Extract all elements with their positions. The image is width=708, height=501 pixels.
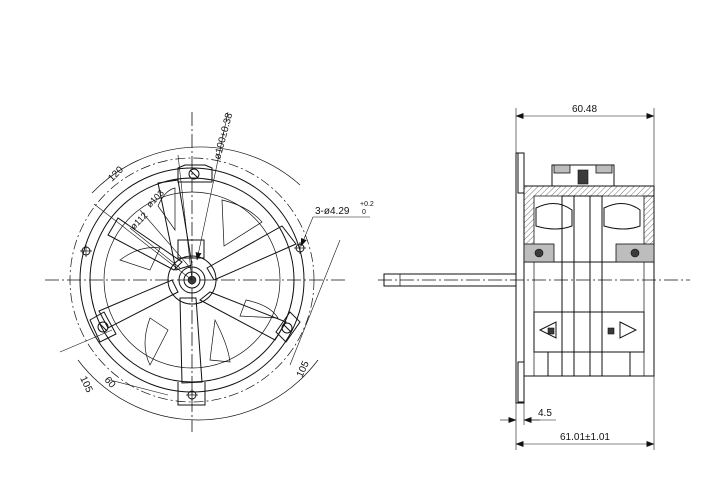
- dia-112-leader: [129, 227, 181, 269]
- mounting-hole-left: [80, 245, 92, 257]
- holes-tol-lower: 0: [362, 209, 366, 216]
- rotor-spokes: [98, 179, 297, 384]
- left-screw-bracket: [89, 311, 117, 343]
- top-screw-icon: [188, 168, 200, 180]
- blade-cutouts: [119, 187, 279, 366]
- mounting-hole-bottom: [186, 389, 198, 401]
- lower-housing: [523, 262, 655, 377]
- dim-112-label: ø112: [128, 210, 149, 231]
- mounting-hole-right: [294, 242, 306, 254]
- side-view: 60.48 4.5 61.01±1.01: [378, 104, 690, 450]
- mounting-flange: [515, 152, 525, 404]
- bearing-right-icon: [615, 243, 655, 263]
- dim-120-leader-a: [93, 203, 193, 281]
- dim-120-label: 120: [106, 164, 126, 184]
- rotor-core: [561, 195, 603, 377]
- holes-label: 3-ø4.29: [315, 206, 350, 217]
- bottom-tab: [177, 382, 206, 406]
- right-screw-bracket: [275, 311, 301, 343]
- outer-dimension-arc: [91, 146, 301, 194]
- dim-60-leader: [109, 379, 169, 396]
- dim-body-length-label: 60.48: [572, 104, 597, 115]
- dim-105-left-label: 105: [77, 375, 94, 395]
- dim-120-leader-b: [177, 154, 193, 281]
- front-view: 120 ø100±0.38 ø103 ø112 3-ø4.29 +0.2 0 1…: [45, 111, 374, 432]
- holes-tol-upper: +0.2: [360, 201, 374, 208]
- outer-dimension-arc-lower: [77, 359, 319, 421]
- rim-circle: [103, 191, 281, 369]
- dia-103-leader: [139, 209, 193, 271]
- dim-bolt-circle-label: ø100±0.38: [212, 111, 235, 160]
- bearing-left-icon: [523, 243, 555, 263]
- bolt-circle: [69, 157, 315, 403]
- dim-105-left-leader: [59, 329, 113, 353]
- dim-total-length-label: 61.01±1.01: [560, 432, 610, 443]
- holes-leader: [300, 216, 370, 247]
- top-bracket: [177, 164, 213, 259]
- bolt-diameter-leader: [195, 111, 229, 261]
- dim-105-right-leader: [289, 239, 341, 366]
- dim-flange-offset-label: 4.5: [538, 408, 552, 419]
- dim-105-right-label: 105: [295, 359, 312, 379]
- dim-60-label: 60: [102, 375, 118, 391]
